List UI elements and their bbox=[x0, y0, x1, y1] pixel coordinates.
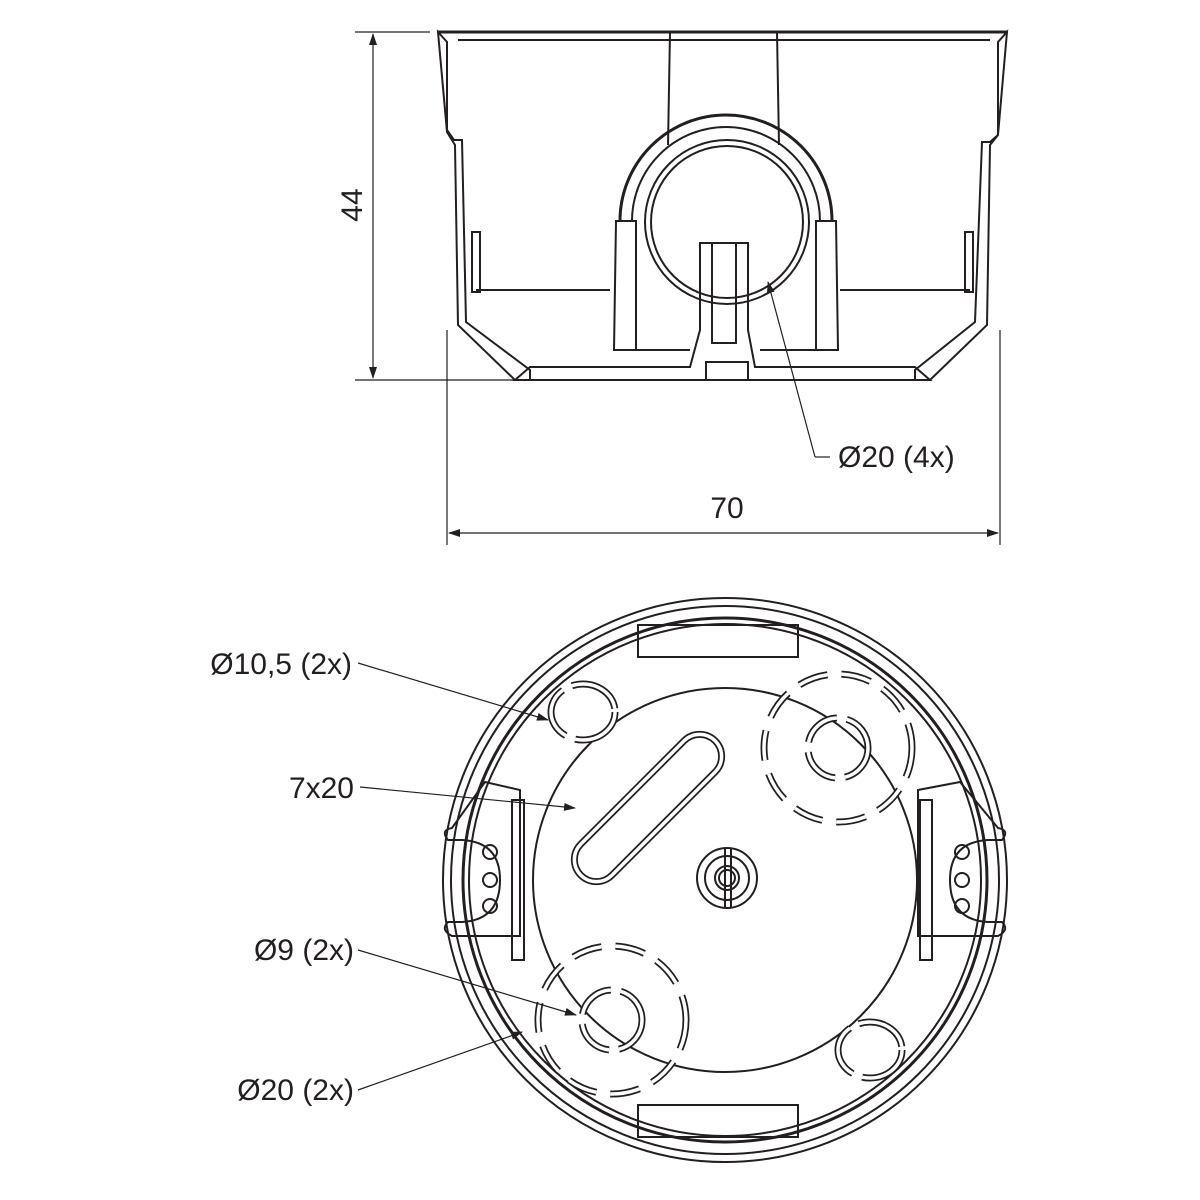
left-wall-section bbox=[436, 29, 531, 381]
knockout-9-label: Ø9 (2x) bbox=[254, 934, 354, 967]
width-dimension-label: 70 bbox=[710, 492, 743, 525]
knockout-10-5-top bbox=[547, 680, 619, 744]
height-dimension-label: 44 bbox=[336, 188, 369, 221]
slot-label: 7x20 bbox=[289, 772, 354, 805]
knockout-10-5-label: Ø10,5 (2x) bbox=[210, 648, 352, 681]
side-hole-callout-label: Ø20 (4x) bbox=[838, 441, 955, 474]
right-mounting-ear bbox=[917, 780, 1007, 937]
height-dimension: 44 bbox=[336, 31, 515, 381]
bottom-plate-section bbox=[512, 242, 933, 381]
slot-7x20 bbox=[570, 730, 726, 886]
knockout-20-label: Ø20 (2x) bbox=[237, 1074, 354, 1107]
left-mounting-ear bbox=[443, 780, 521, 937]
width-dimension: 70 bbox=[446, 330, 1001, 545]
knockout-20-top-right bbox=[760, 670, 916, 826]
plan-view: Ø10,5 (2x) 7x20 Ø9 (2x) Ø20 (2x) bbox=[210, 597, 1008, 1163]
callouts: Ø10,5 (2x) 7x20 Ø9 (2x) Ø20 (2x) bbox=[210, 648, 577, 1107]
section-view: 44 70 Ø20 (4x) bbox=[336, 29, 1009, 545]
right-wall-section bbox=[914, 29, 1009, 381]
knockout-10-5-bottom bbox=[834, 1018, 906, 1082]
center-boss bbox=[696, 847, 758, 909]
knockout-20-bottom-left bbox=[534, 942, 690, 1098]
side-hole-callout: Ø20 (4x) bbox=[766, 281, 955, 474]
side-hole bbox=[618, 113, 834, 305]
